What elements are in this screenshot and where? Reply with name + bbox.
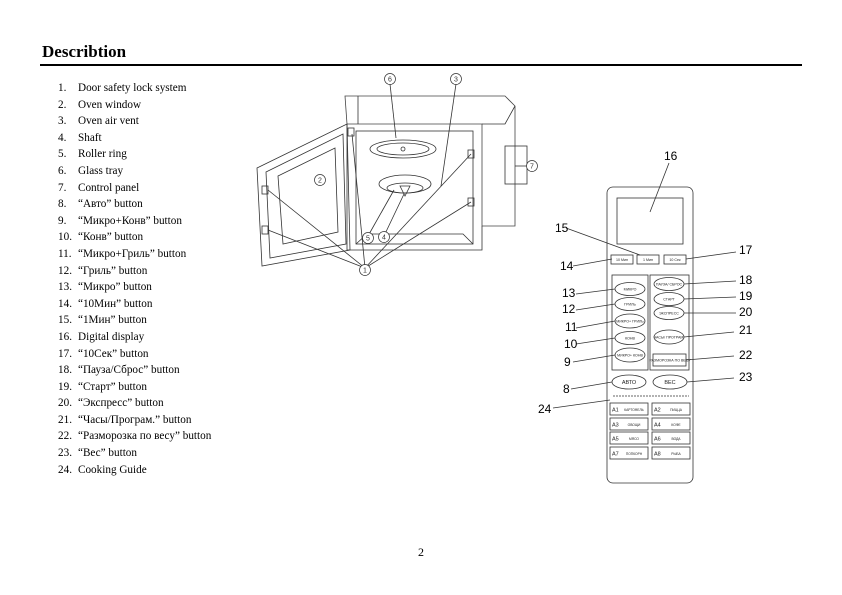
guide-code: A4 bbox=[654, 423, 661, 429]
list-item: 19.“Старт” button bbox=[58, 380, 147, 393]
callout-10: 10 bbox=[564, 337, 578, 351]
list-item: 15.“1Мин” button bbox=[58, 314, 147, 327]
label-start: СТАРТ bbox=[663, 298, 675, 302]
callout-15: 15 bbox=[555, 221, 569, 235]
list-item: 16.Digital display bbox=[58, 330, 145, 343]
guide-text: ПОПКОРН bbox=[626, 452, 643, 456]
label-micro: МИКРО bbox=[624, 288, 637, 292]
callout-18: 18 bbox=[739, 273, 753, 287]
callout-19: 19 bbox=[739, 289, 753, 303]
list-item: 6.Glass tray bbox=[58, 164, 124, 177]
label-auto: АВТО bbox=[622, 380, 637, 386]
guide-text: КАРТОФЕЛЬ bbox=[624, 408, 644, 412]
btn-1min bbox=[636, 254, 660, 265]
list-item: 5.Roller ring bbox=[58, 148, 127, 161]
list-item: 9.“Микро+Конв” button bbox=[58, 214, 182, 227]
callout-23: 23 bbox=[739, 370, 753, 384]
guide-text: РЫБА bbox=[671, 452, 681, 456]
list-item: 2.Oven window bbox=[58, 98, 142, 111]
list-item: 1.Door safety lock system bbox=[58, 82, 187, 94]
list-item: 21.“Часы/Програм.” button bbox=[58, 413, 192, 426]
control-panel-body bbox=[606, 186, 694, 484]
callout-circle bbox=[359, 264, 371, 276]
page-number: 2 bbox=[418, 545, 424, 559]
callout-3: 3 bbox=[454, 77, 458, 84]
callout-2: 2 bbox=[318, 178, 322, 185]
list-item: 12.“Гриль” button bbox=[58, 264, 148, 277]
label-defrost: РАЗМОРОЗКА ПО ВЕСУ bbox=[649, 359, 691, 363]
callout-16: 16 bbox=[664, 149, 678, 163]
guide-text: КОФЕ bbox=[671, 423, 681, 427]
label-micro-grill: МИКРО+ ГРИЛЬ bbox=[616, 320, 644, 324]
label-conv: КОНВ bbox=[625, 337, 635, 341]
digital-display bbox=[616, 197, 684, 245]
label-pause: ПАУЗА/ СБРОС bbox=[656, 283, 683, 287]
title-rule bbox=[40, 64, 802, 66]
label-micro-conv: МИКРО+ КОНВ bbox=[617, 354, 643, 358]
description-list: 1.Door safety lock system 2.Oven window … bbox=[58, 80, 211, 478]
list-item: 10.“Конв” button bbox=[58, 231, 144, 244]
list-item: 24.Cooking Guide bbox=[58, 463, 147, 476]
label-10sec: 10 Сек bbox=[669, 258, 681, 262]
label-express: ЭКСПРЕСС bbox=[659, 312, 679, 316]
guide-text: ПИЦЦА bbox=[670, 408, 683, 412]
guide-code: A5 bbox=[612, 437, 619, 443]
callout-1: 1 bbox=[363, 268, 367, 275]
guide-code: A8 bbox=[654, 452, 661, 458]
callout-24: 24 bbox=[538, 402, 552, 416]
guide-text: ОВОЩИ bbox=[628, 423, 641, 427]
guide-code: A7 bbox=[612, 452, 619, 458]
callout-5: 5 bbox=[366, 236, 370, 243]
callout-22: 22 bbox=[739, 348, 753, 362]
list-item: 23.“Вес” button bbox=[58, 447, 137, 460]
callout-circle bbox=[526, 160, 538, 172]
guide-code: A2 bbox=[654, 408, 661, 414]
callout-17: 17 bbox=[739, 243, 753, 257]
guide-text: МЯСО bbox=[629, 437, 639, 441]
list-item: 13.“Микро” button bbox=[58, 281, 152, 294]
callout-circle bbox=[384, 73, 396, 85]
callout-circle bbox=[378, 231, 390, 243]
guide-code: A3 bbox=[612, 423, 619, 429]
list-item: 20.“Экспресс” button bbox=[58, 397, 164, 410]
callout-11: 11 bbox=[565, 320, 578, 334]
callout-4: 4 bbox=[382, 235, 386, 242]
callout-9: 9 bbox=[564, 355, 571, 369]
list-item: 17.“10Сек” button bbox=[58, 347, 149, 360]
list-item: 14.“10Мин” button bbox=[58, 297, 153, 310]
list-item: 3.Oven air vent bbox=[58, 115, 139, 128]
callout-14: 14 bbox=[560, 259, 574, 273]
callout-7: 7 bbox=[530, 164, 534, 171]
list-item: 22.“Разморозка по весу” button bbox=[58, 430, 212, 443]
list-item: 11.“Микро+Гриль” button bbox=[58, 247, 187, 260]
list-item: 18.“Пауза/Сброс” button bbox=[58, 364, 180, 377]
list-item: 4.Shaft bbox=[58, 131, 102, 144]
guide-text: ВОДА bbox=[671, 437, 681, 441]
label-clock: ЧАСЫ/ ПРОГРАМ. bbox=[654, 336, 685, 340]
callout-13: 13 bbox=[562, 286, 576, 300]
callout-12: 12 bbox=[562, 302, 576, 316]
label-1min: 1 Мин bbox=[643, 258, 653, 262]
page-title: Describtion bbox=[42, 42, 127, 61]
list-item: 7.Control panel bbox=[58, 181, 140, 194]
callout-21: 21 bbox=[739, 323, 753, 337]
label-10min: 10 Мин bbox=[616, 258, 628, 262]
guide-code: A1 bbox=[612, 408, 619, 414]
label-weight: ВЕС bbox=[664, 380, 675, 386]
btn-10sec bbox=[663, 254, 687, 265]
callout-circle bbox=[450, 73, 462, 85]
list-item: 8.“Авто” button bbox=[58, 198, 143, 211]
label-grill: ГРИЛЬ bbox=[624, 303, 636, 307]
callout-20: 20 bbox=[739, 305, 753, 319]
guide-code: A6 bbox=[654, 437, 661, 443]
callout-8: 8 bbox=[563, 382, 570, 396]
callout-circle bbox=[362, 232, 374, 244]
callout-6: 6 bbox=[388, 77, 392, 84]
callout-circle bbox=[314, 174, 326, 186]
